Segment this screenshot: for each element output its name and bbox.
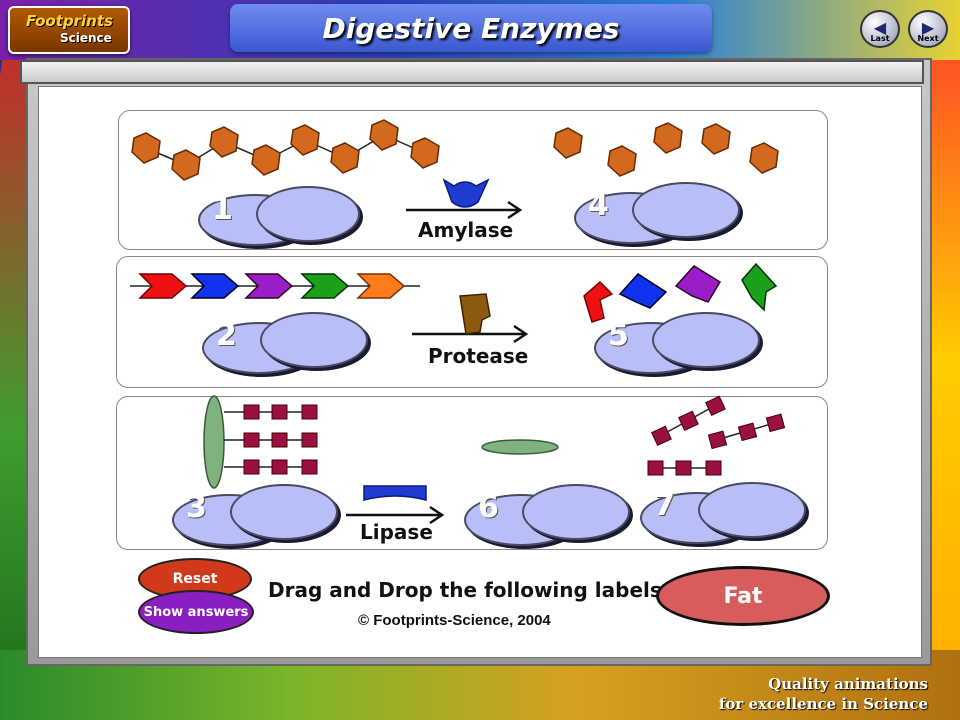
fatty-acids xyxy=(647,395,786,476)
drop-target-number: 1 xyxy=(212,192,233,227)
protease-enzyme-shape xyxy=(459,293,491,335)
show-answers-button-label: Show answers xyxy=(143,604,249,620)
drop-target-3[interactable]: 3 xyxy=(172,484,342,548)
amylase-label: Amylase xyxy=(418,218,514,242)
lipase-label: Lipase xyxy=(360,520,433,544)
fat-draggable-label[interactable]: Fat xyxy=(656,566,830,626)
arrow-left-icon: ◀ xyxy=(873,18,887,37)
show-answers-button[interactable]: Show answers xyxy=(138,590,254,634)
logo-text-footprints: Footprints xyxy=(26,12,113,30)
glucose-molecules xyxy=(553,122,779,177)
last-button[interactable]: ◀ Last xyxy=(860,10,900,48)
drop-target-number: 6 xyxy=(478,490,499,525)
arrow-right-icon: ▶ xyxy=(921,18,935,37)
drop-target-number: 5 xyxy=(608,318,629,353)
reset-button-label: Reset xyxy=(172,571,218,587)
drop-target-number: 2 xyxy=(216,318,237,353)
content-header-bar xyxy=(20,60,924,84)
amino-acids xyxy=(583,262,778,323)
fat-label-text: Fat xyxy=(723,583,763,609)
copyright-text: © Footprints-Science, 2004 xyxy=(358,612,551,629)
glycerol xyxy=(481,439,559,455)
title-banner: Digestive Enzymes xyxy=(230,4,712,52)
protein-molecule xyxy=(130,273,420,299)
tagline-line-2: for excellence in Science xyxy=(718,695,928,713)
drop-target-number: 4 xyxy=(588,188,609,223)
instruction-text: Drag and Drop the following labels : xyxy=(268,578,677,602)
drop-target-7[interactable]: 7 xyxy=(640,482,810,546)
logo-text-science: Science xyxy=(60,31,112,45)
footprints-science-logo: Footprints Science xyxy=(8,6,130,54)
tagline-line-1: Quality animations xyxy=(768,675,928,693)
page-title: Digestive Enzymes xyxy=(322,11,620,45)
fat-molecule xyxy=(203,395,318,489)
next-button[interactable]: ▶ Next xyxy=(908,10,948,48)
amylase-enzyme-shape xyxy=(442,178,490,208)
last-button-label: Last xyxy=(870,34,890,43)
tagline: Quality animations for excellence in Sci… xyxy=(719,674,928,714)
drop-target-1[interactable]: 1 xyxy=(198,186,368,248)
lipase-enzyme-shape xyxy=(363,485,427,501)
drop-target-4[interactable]: 4 xyxy=(574,182,744,246)
starch-molecule xyxy=(131,119,440,181)
reaction-arrows xyxy=(346,200,529,525)
protease-label: Protease xyxy=(428,344,529,368)
drop-target-2[interactable]: 2 xyxy=(202,312,372,376)
next-button-label: Next xyxy=(917,34,939,43)
drop-target-number: 7 xyxy=(654,488,675,523)
drop-target-6[interactable]: 6 xyxy=(464,484,634,548)
drop-target-number: 3 xyxy=(186,490,207,525)
drop-target-5[interactable]: 5 xyxy=(594,312,764,376)
